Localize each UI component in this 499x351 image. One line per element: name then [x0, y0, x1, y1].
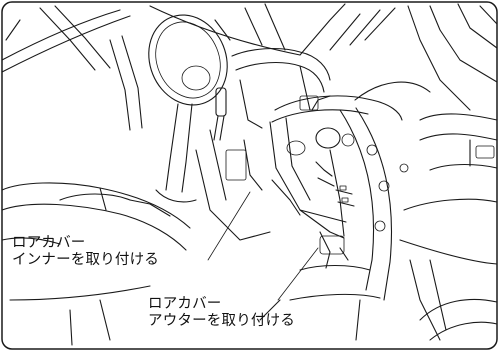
driver-seat: [1, 182, 191, 346]
callout-outer-line1: ロアカバー: [148, 296, 222, 312]
passenger-seat: [419, 298, 498, 341]
key-stalk: [213, 87, 227, 141]
leader-lines: [207, 191, 319, 301]
steering-wheel: [148, 14, 228, 203]
floor-pedals: [195, 129, 381, 341]
leader-line-outer: [277, 247, 319, 301]
a-pillar-left: [1, 5, 143, 131]
door-panel-right: [399, 113, 498, 341]
callout-inner-line1: ロアカバー: [12, 235, 86, 251]
leader-line-inner: [207, 191, 251, 261]
callout-lower-cover-inner: ロアカバー インナーを取り付ける: [12, 235, 159, 269]
callout-inner-line2: インナーを取り付ける: [12, 252, 159, 268]
callout-outer-line2: アウターを取り付ける: [148, 313, 295, 329]
instrument-hood: [231, 48, 331, 129]
callout-lower-cover-outer: ロアカバー アウターを取り付ける: [148, 296, 295, 330]
windshield: [149, 3, 396, 56]
center-console: [269, 95, 403, 239]
door-frame-right: [339, 3, 498, 301]
